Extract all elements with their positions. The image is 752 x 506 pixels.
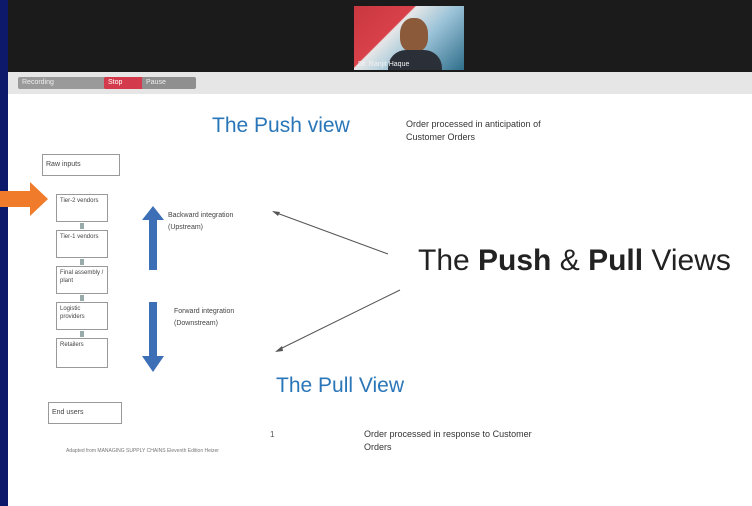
slide-footer: Adapted from MANAGING SUPPLY CHAINS Elev… [66,448,219,454]
chain-box-assembly: Final assembly / plant [56,266,108,294]
pull-note: Order processed in response to Customer … [364,429,532,452]
screen-share-toolbar: Recording Stop Pause [8,72,752,94]
meeting-top-bar: Dr. Ranjit Haque [8,0,752,72]
slide-mark: 1 [270,430,275,439]
pointer-lines [272,211,401,352]
end-users-box: End users [48,402,122,424]
push-note: Order processed in anticipation of Custo… [406,119,541,142]
chain-connector [80,259,84,265]
chain-box-tier2: Tier-2 vendors [56,194,108,222]
chain-box-logistics: Logistic providers [56,302,108,330]
chain-connector [80,295,84,301]
presenter-face [400,18,428,52]
stop-button[interactable]: Stop [104,77,144,89]
presenter-body [388,50,442,70]
raw-inputs-box: Raw inputs [42,154,120,176]
orange-pointer-arrow-icon [0,182,48,216]
main-title-pull: Pull [588,244,644,277]
push-view-title: The Push view [212,114,350,137]
main-title-suffix: Views [643,244,731,277]
forward-integration-label: Forward integration (Downstream) [174,308,235,327]
upstream-arrow-icon [142,206,164,270]
main-title-amp: & [551,244,589,277]
chain-box-tier1: Tier-1 vendors [56,230,108,258]
pause-button[interactable]: Pause [142,77,196,89]
chain-connector [80,331,84,337]
main-title-push: Push [478,244,552,277]
chain-connector [80,223,84,229]
chain-box-retailers: Retailers [56,338,108,368]
backward-integration-label: Backward integration (Upstream) [168,212,234,231]
main-title: The Push & Pull Views [418,244,731,278]
presenter-name: Dr. Ranjit Haque [358,61,410,68]
recording-button[interactable]: Recording [18,77,110,89]
shared-slide: The Push view Order processed in anticip… [8,94,752,506]
presenter-video-thumbnail[interactable]: Dr. Ranjit Haque [354,6,464,70]
pull-view-title: The Pull View [276,374,405,397]
downstream-arrow-icon [142,302,164,372]
main-title-prefix: The [418,244,479,277]
